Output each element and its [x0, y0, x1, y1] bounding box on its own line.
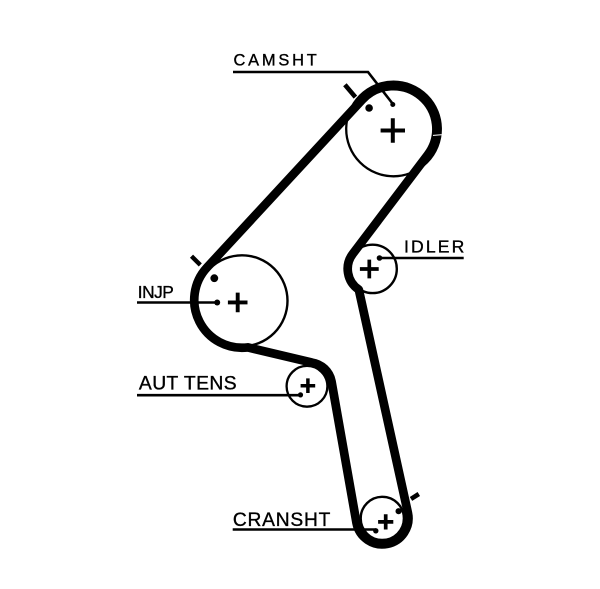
svg-text:CRANSHT: CRANSHT — [233, 510, 331, 531]
svg-text:CAMSHT: CAMSHT — [234, 52, 317, 70]
svg-text:IDLER: IDLER — [404, 237, 464, 257]
svg-text:AUT TENS: AUT TENS — [139, 373, 237, 394]
svg-text:INJP: INJP — [138, 282, 174, 302]
